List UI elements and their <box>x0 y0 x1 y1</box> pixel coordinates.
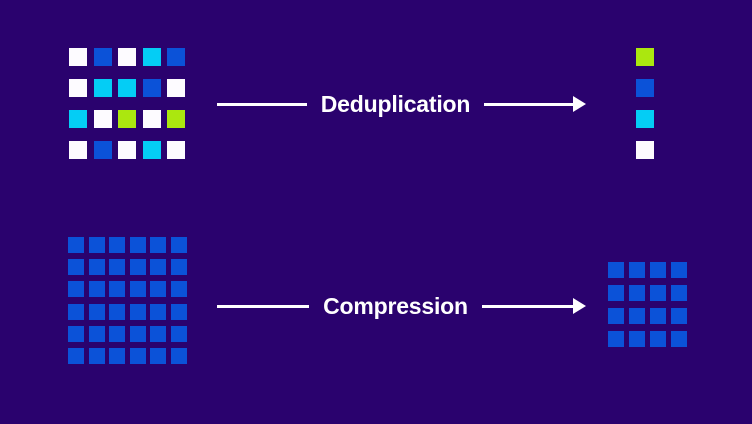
grid-cell <box>109 303 126 320</box>
grid-cell <box>68 325 84 342</box>
grid-cell <box>129 281 146 298</box>
compression-flow: Compression <box>217 290 586 322</box>
grid-cell <box>88 347 105 364</box>
grid-cell <box>118 48 136 66</box>
grid-cell <box>109 237 126 253</box>
grid-cell <box>636 48 654 66</box>
grid-cell <box>109 259 126 276</box>
grid-cell <box>69 48 87 66</box>
arrow-line-left <box>217 102 307 106</box>
compression-result-grid <box>608 262 687 347</box>
grid-cell <box>129 237 146 253</box>
grid-cell <box>636 141 654 159</box>
grid-cell <box>167 48 185 66</box>
grid-cell <box>629 331 645 347</box>
grid-cell <box>170 259 187 276</box>
grid-cell <box>88 325 105 342</box>
grid-cell <box>68 281 84 298</box>
arrow-head-icon <box>573 298 586 314</box>
grid-cell <box>68 303 84 320</box>
grid-cell <box>671 331 687 347</box>
grid-cell <box>629 262 645 278</box>
grid-cell <box>142 110 161 128</box>
arrow-head-icon <box>573 96 586 112</box>
grid-cell <box>129 347 146 364</box>
grid-cell <box>650 285 666 301</box>
compression-source-grid <box>68 237 187 364</box>
grid-cell <box>68 237 84 253</box>
grid-cell <box>93 110 112 128</box>
grid-cell <box>170 281 187 298</box>
grid-cell <box>93 141 112 159</box>
grid-cell <box>629 308 645 324</box>
deduplication-source-grid <box>69 48 185 159</box>
grid-cell <box>109 347 126 364</box>
grid-cell <box>150 281 167 298</box>
arrow-line-right <box>484 102 574 106</box>
grid-cell <box>650 262 666 278</box>
grid-cell <box>69 79 87 97</box>
grid-cell <box>608 285 624 301</box>
grid-cell <box>608 308 624 324</box>
grid-cell <box>167 141 185 159</box>
grid-cell <box>129 259 146 276</box>
deduplication-result-grid <box>636 48 654 159</box>
grid-cell <box>170 347 187 364</box>
deduplication-flow: Deduplication <box>217 88 586 120</box>
grid-cell <box>671 262 687 278</box>
grid-cell <box>170 325 187 342</box>
grid-cell <box>69 141 87 159</box>
grid-cell <box>88 303 105 320</box>
grid-cell <box>93 79 112 97</box>
grid-cell <box>167 79 185 97</box>
grid-cell <box>142 79 161 97</box>
grid-cell <box>68 347 84 364</box>
grid-cell <box>671 308 687 324</box>
arrow-line-left <box>217 304 310 308</box>
grid-cell <box>150 259 167 276</box>
grid-cell <box>636 79 654 97</box>
grid-cell <box>118 110 136 128</box>
grid-cell <box>150 303 167 320</box>
grid-cell <box>650 308 666 324</box>
grid-cell <box>167 110 185 128</box>
arrow-line-right <box>481 304 574 308</box>
grid-cell <box>129 325 146 342</box>
deduplication-label: Deduplication <box>320 90 471 117</box>
grid-cell <box>118 141 136 159</box>
grid-cell <box>150 237 167 253</box>
grid-cell <box>170 237 187 253</box>
grid-cell <box>93 48 112 66</box>
grid-cell <box>150 347 167 364</box>
grid-cell <box>68 259 84 276</box>
grid-cell <box>88 281 105 298</box>
grid-cell <box>636 110 654 128</box>
grid-cell <box>88 237 105 253</box>
grid-cell <box>109 325 126 342</box>
grid-cell <box>170 303 187 320</box>
grid-cell <box>150 325 167 342</box>
grid-cell <box>608 331 624 347</box>
grid-cell <box>142 141 161 159</box>
grid-cell <box>650 331 666 347</box>
compression-label: Compression <box>323 292 468 319</box>
grid-cell <box>671 285 687 301</box>
grid-cell <box>629 285 645 301</box>
grid-cell <box>142 48 161 66</box>
grid-cell <box>88 259 105 276</box>
grid-cell <box>118 79 136 97</box>
grid-cell <box>69 110 87 128</box>
grid-cell <box>129 303 146 320</box>
grid-cell <box>608 262 624 278</box>
grid-cell <box>109 281 126 298</box>
